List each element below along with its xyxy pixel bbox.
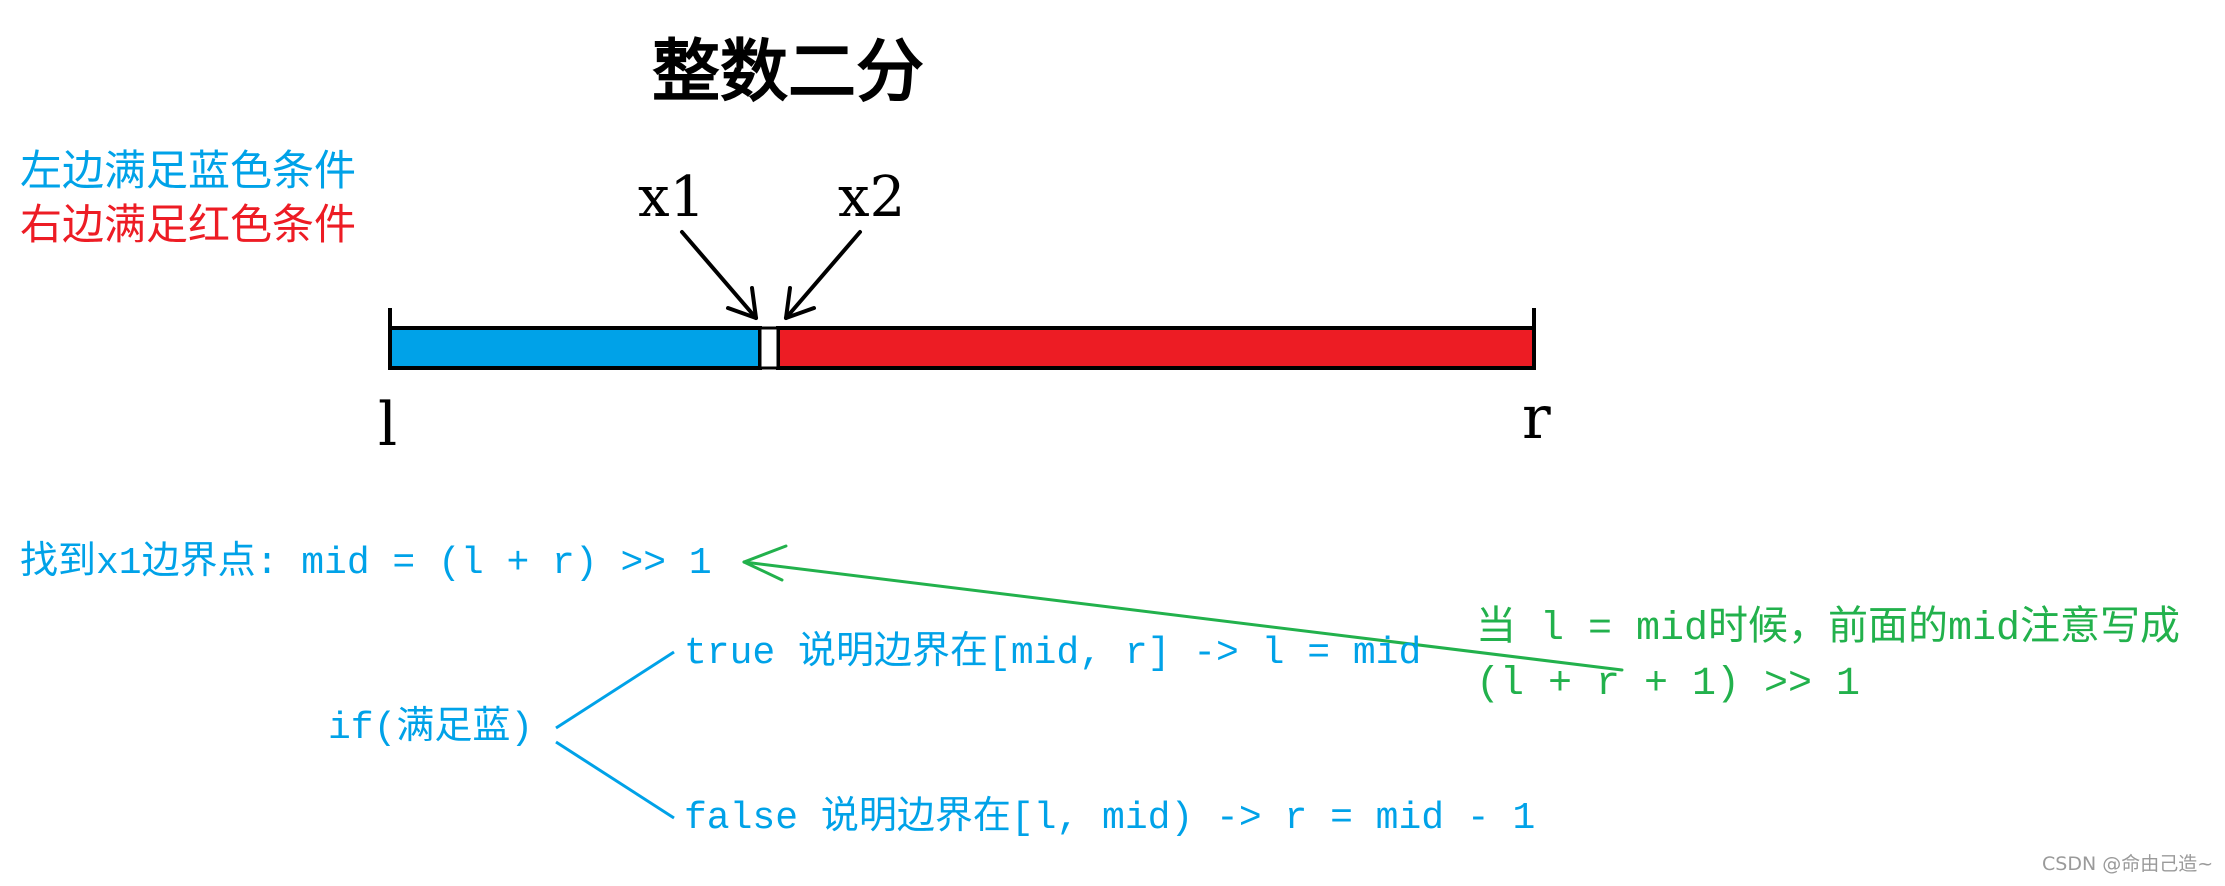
right-bound-label: r bbox=[1522, 383, 1551, 453]
legend-blue-condition: 左边满足蓝色条件 bbox=[20, 146, 357, 195]
watermark: CSDN @命由己造~ bbox=[2042, 853, 2214, 875]
find-boundary-formula: 找到x1边界点: mid = (l + r) >> 1 bbox=[20, 542, 712, 585]
point-x1-label: x1 bbox=[638, 165, 706, 230]
note-line-2: (l + r + 1) >> 1 bbox=[1476, 662, 1861, 707]
note-pointer-arrow bbox=[742, 544, 1624, 672]
false-branch-text: false 说明边界在[l, mid) -> r = mid - 1 bbox=[684, 797, 1536, 840]
legend-red-condition: 右边满足红色条件 bbox=[20, 200, 357, 249]
blue-segment bbox=[388, 326, 762, 370]
x1-arrow bbox=[680, 230, 758, 320]
left-bound-label: l bbox=[378, 390, 398, 460]
true-branch-line bbox=[555, 650, 675, 730]
condition-check: if(满足蓝) bbox=[328, 707, 534, 750]
boundary-gap bbox=[758, 326, 780, 370]
diagram-title: 整数二分 bbox=[652, 32, 925, 112]
true-branch-text: true 说明边界在[mid, r] -> l = mid bbox=[684, 632, 1422, 675]
x2-arrow bbox=[784, 230, 862, 320]
point-x2-label: x2 bbox=[838, 165, 906, 230]
red-segment bbox=[776, 326, 1536, 370]
note-line-1: 当 l = mid时候，前面的mid注意写成 bbox=[1476, 607, 2181, 652]
false-branch-line bbox=[555, 740, 675, 820]
